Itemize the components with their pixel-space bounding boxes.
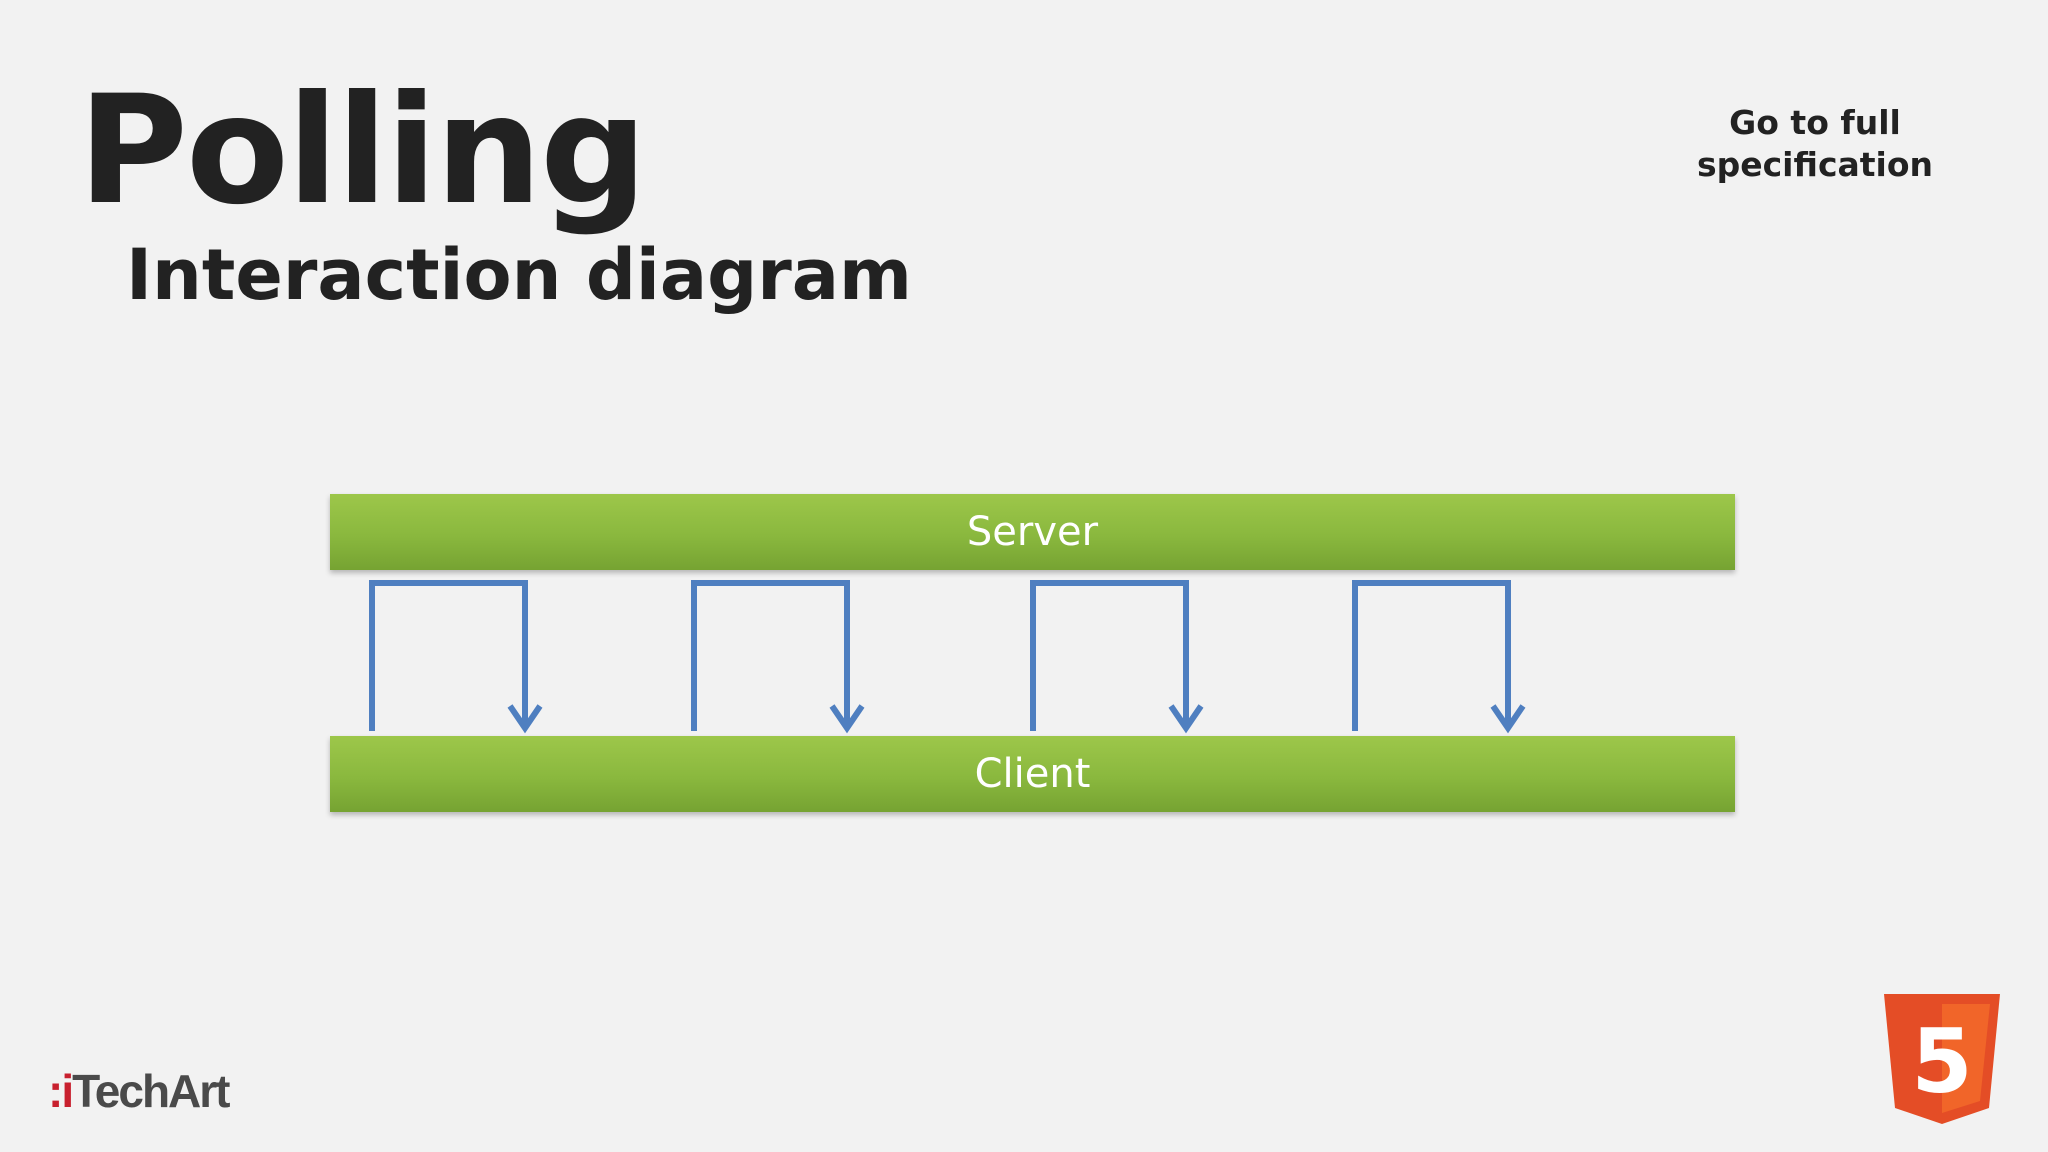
html5-icon: 5 xyxy=(1884,994,2000,1124)
itechart-logo: :iTechArt xyxy=(48,1065,231,1117)
full-specification-link[interactable]: Go to full specification xyxy=(1650,102,1980,186)
itechart-logo-prefix: :i xyxy=(48,1065,74,1117)
poll-request-response-arrow xyxy=(691,580,850,731)
itechart-logo-text: TechArt xyxy=(72,1065,230,1117)
poll-request-response-arrow xyxy=(1352,580,1511,731)
slide-title: Polling xyxy=(78,64,647,238)
server-label: Server xyxy=(966,509,1099,555)
server-bar: Server xyxy=(330,494,1735,570)
poll-request-response-arrow xyxy=(369,580,528,731)
spec-link-line-1: Go to full xyxy=(1729,103,1901,142)
poll-request-response-arrow xyxy=(1030,580,1189,731)
html5-logo-text: 5 xyxy=(1911,1010,1972,1113)
arrowhead xyxy=(1490,704,1526,734)
client-bar: Client xyxy=(330,736,1735,812)
slide-subtitle: Interaction diagram xyxy=(126,234,912,316)
arrowhead xyxy=(829,704,865,734)
client-label: Client xyxy=(974,751,1091,797)
spec-link-line-2: specification xyxy=(1696,145,1934,184)
arrowhead xyxy=(1168,704,1204,734)
arrowhead xyxy=(507,704,543,734)
